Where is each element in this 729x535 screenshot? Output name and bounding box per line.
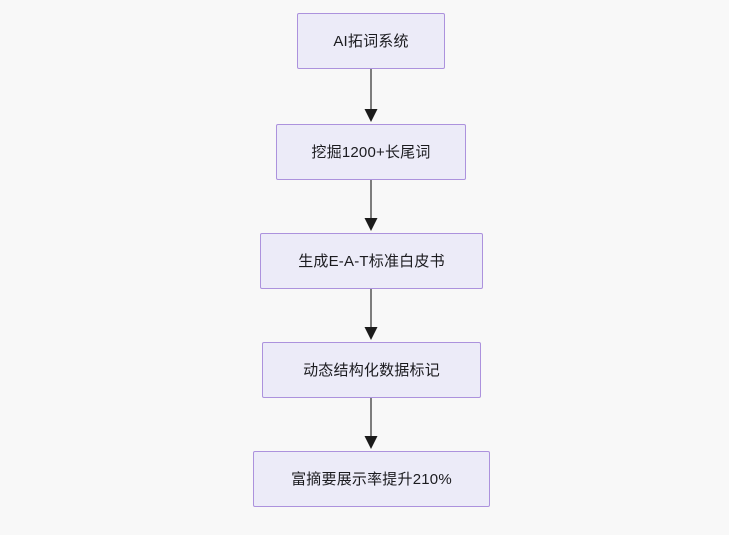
flowchart-node-mine-longtail-keywords[interactable]: 挖掘1200+长尾词 (276, 124, 466, 180)
edge-n1-n2 (364, 69, 378, 122)
edge-n4-n5 (364, 398, 378, 449)
node-label: 生成E-A-T标准白皮书 (298, 252, 445, 270)
edge-n3-n4 (364, 289, 378, 340)
node-label: 富摘要展示率提升210% (291, 470, 452, 488)
flowchart-node-rich-snippet-impression-lift[interactable]: 富摘要展示率提升210% (253, 451, 490, 507)
edge-n2-n3 (364, 180, 378, 231)
node-label: 动态结构化数据标记 (303, 361, 440, 379)
node-label: 挖掘1200+长尾词 (311, 143, 431, 161)
node-label: AI拓词系统 (333, 32, 409, 50)
flowchart-node-generate-eat-whitepaper[interactable]: 生成E-A-T标准白皮书 (260, 233, 483, 289)
flowchart-node-ai-keyword-system[interactable]: AI拓词系统 (297, 13, 445, 69)
flowchart-node-dynamic-structured-data-markup[interactable]: 动态结构化数据标记 (262, 342, 481, 398)
